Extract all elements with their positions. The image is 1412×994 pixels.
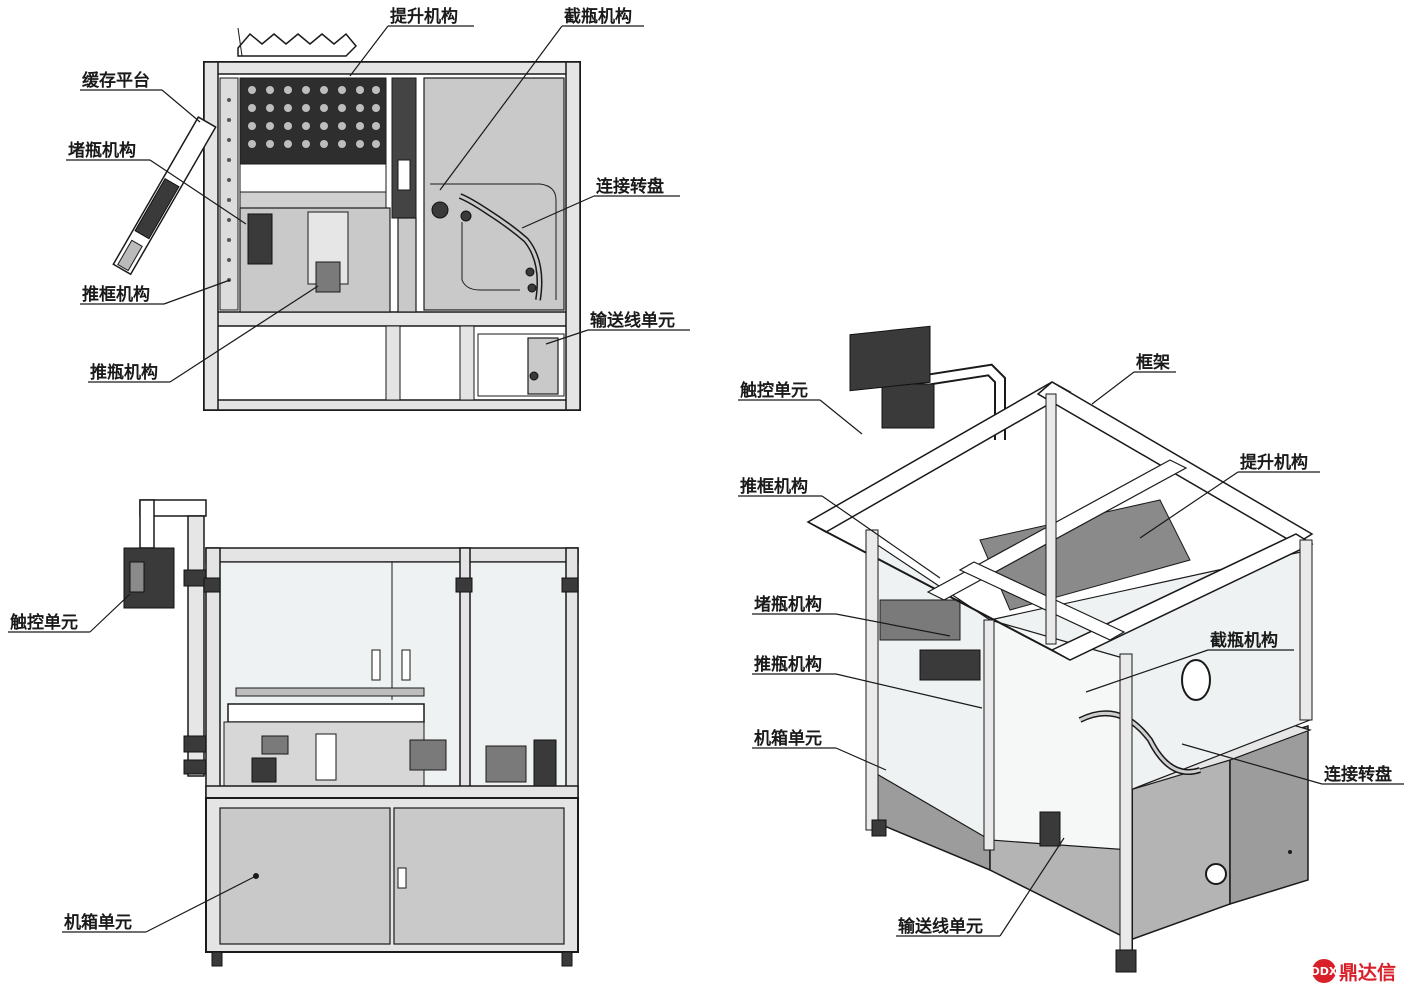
label-conveyor-top: 输送线单元 [590, 310, 675, 331]
top-view-labels: 提升机构 截瓶机构 缓存平台 堵瓶机构 连接转盘 推框机构 输送线单元 推瓶机构 [66, 6, 690, 383]
watermark-logo: DDX 鼎达信 [1311, 954, 1408, 988]
label-cabinet-front: 机箱单元 [64, 912, 132, 933]
label-pushframe-iso: 推框机构 [740, 476, 808, 497]
iso-view-labels: 框架 触控单元 提升机构 推框机构 堵瓶机构 截瓶机构 推瓶机构 机箱单元 连接… [738, 352, 1404, 937]
label-pushframe-top: 推框机构 [82, 284, 150, 305]
label-turntable-top: 连接转盘 [596, 176, 664, 197]
iso-view-drawing [806, 325, 1314, 973]
label-touch-front: 触控单元 [9, 612, 78, 633]
logo-text: 鼎达信 [1339, 961, 1397, 984]
label-cap-iso: 截瓶机构 [1210, 630, 1278, 651]
label-conveyor-iso: 输送线单元 [898, 916, 983, 937]
label-lift-top: 提升机构 [390, 6, 458, 27]
label-cabinet-iso: 机箱单元 [754, 728, 822, 749]
front-view-drawing [123, 499, 579, 967]
label-turntable-iso: 连接转盘 [1324, 764, 1392, 785]
label-stop-iso: 堵瓶机构 [754, 594, 822, 615]
label-frame-iso: 框架 [1136, 352, 1170, 373]
label-stop-top: 堵瓶机构 [68, 140, 136, 161]
label-lift-iso: 提升机构 [1240, 452, 1308, 473]
label-cap-top: 截瓶机构 [564, 6, 632, 27]
label-buffer-top: 缓存平台 [82, 70, 150, 91]
label-touch-iso: 触控单元 [739, 380, 808, 401]
label-pushbottle-top: 推瓶机构 [90, 362, 158, 383]
logo-mark-icon: DDX [1311, 959, 1337, 983]
label-pushbottle-iso: 推瓶机构 [754, 654, 822, 675]
front-view-labels: 触控单元 机箱单元 [8, 593, 257, 933]
top-view-drawing [112, 27, 581, 411]
